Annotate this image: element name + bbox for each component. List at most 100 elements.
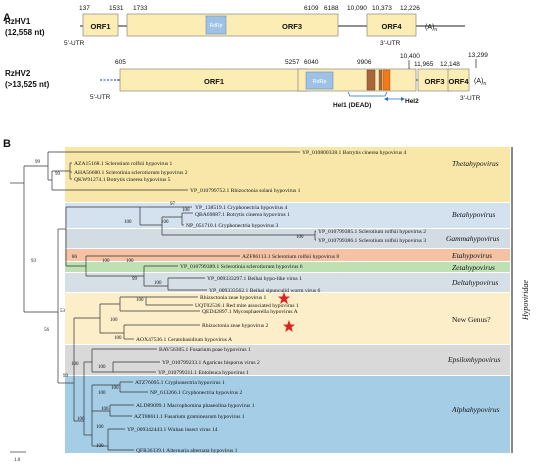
taxon-label: YP_010800338.1 Botrytis cinerea hypoviru… xyxy=(302,150,406,156)
bootstrap-value: 100 xyxy=(136,298,144,303)
bootstrap-value: 99 xyxy=(63,374,69,379)
taxon-label: YP_009333297.1 Beihai hypo-like virus 1 xyxy=(207,276,302,282)
genome2-orf4-box xyxy=(447,68,470,92)
genome2-hel2-box xyxy=(382,69,391,91)
coord: 6040 xyxy=(304,59,319,66)
genome2-utr5: 5'-UTR xyxy=(90,94,111,101)
genome2-hel1-box xyxy=(366,69,376,91)
genome-rzhv1: RzHV1 (12,558 nt) ORF1 RdRp ORF3 ORF4 (A… xyxy=(5,5,465,47)
bootstrap-value: 93 xyxy=(31,259,37,264)
genome2-orf1-label: ORF1 xyxy=(204,77,224,86)
bootstrap-value: 99 xyxy=(55,172,61,177)
genome1-rdrp-label: RdRp xyxy=(210,23,223,29)
band-new-genus xyxy=(65,293,510,344)
genus-label: Gammahypovirus xyxy=(446,234,499,243)
taxon-label: YP_009333562.1 Beihai sipunculid worm vi… xyxy=(209,288,320,294)
taxon-label: YP_010799385.1 Sclerotium rolfsii hypovi… xyxy=(318,228,426,235)
genome2-orf4-label: ORF4 xyxy=(448,77,469,86)
bootstrap-value: 99 xyxy=(132,277,138,282)
band-thetahypovirus xyxy=(65,147,510,202)
bootstrap-value: 100 xyxy=(77,417,85,422)
bootstrap-value: 100 xyxy=(96,425,104,430)
genus-label: Alphahypovirus xyxy=(451,405,500,414)
taxon-label: YP_010799311.1 Entoleuca hypovirus 1 xyxy=(158,370,249,376)
genome1-name: RzHV1 xyxy=(5,17,31,26)
taxon-label: QBA69887.1 Botrytis cinerea hypovirus 1 xyxy=(195,212,290,218)
taxon-label: AHA56680.1 Sclerotinia sclerotiorum hypo… xyxy=(74,170,188,176)
genome1-length: (12,558 nt) xyxy=(5,28,45,37)
coord: 1531 xyxy=(109,5,124,12)
genus-label: Zetahypovirus xyxy=(452,263,495,272)
bootstrap-value: 100 xyxy=(126,259,134,264)
coord: 137 xyxy=(79,5,90,12)
bootstrap-value: 100 xyxy=(98,365,106,370)
coord: 10,090 xyxy=(347,5,367,12)
genome2-utr3: 3'-UTR xyxy=(460,95,481,102)
coord: 11,965 xyxy=(414,61,434,68)
taxon-label: QFR36339.1 Alternaria alternata hypoviru… xyxy=(136,448,238,454)
taxon-label: AZT88611.1 Fusarium graminearum hypoviru… xyxy=(134,414,245,420)
bootstrap-value: 100 xyxy=(96,444,104,449)
taxon-label: YP_010799386.1 Sclerotium rolfsii hypovi… xyxy=(318,237,426,244)
genome1-utr5: 5'-UTR xyxy=(64,40,85,47)
star-marker xyxy=(283,320,295,332)
genome1-orf1-label: ORF1 xyxy=(90,22,110,31)
coord: 13,299 xyxy=(468,52,488,59)
genome2-name: RzHV2 xyxy=(5,69,31,78)
coord: 6109 xyxy=(304,5,319,12)
taxon-label: ALD89099.1 Macrophomina phaseolina hypov… xyxy=(136,403,255,409)
coord: 12,226 xyxy=(400,5,420,12)
taxon-label: AOX47536.1 Ceratobasidium hypovirus A xyxy=(136,337,232,343)
coord: 9906 xyxy=(357,59,372,66)
genus-labels: Thetahypovirus Betahypovirus Gammahypovi… xyxy=(446,159,501,414)
bootstrap-value: 97 xyxy=(170,202,176,207)
genome2-hel2-arrowhead xyxy=(384,97,388,101)
genome2-orf3-label: ORF3 xyxy=(424,77,444,86)
taxon-label: QED42897.1 Mycosphaerella hypovirus A xyxy=(202,309,298,315)
bootstrap-value: 100 xyxy=(110,318,118,323)
genus-bands xyxy=(65,147,510,453)
star-marker xyxy=(278,292,290,304)
genome1-orf1-box xyxy=(82,13,119,37)
genome1-orf3-label: ORF3 xyxy=(282,22,302,31)
panel-a-label: A xyxy=(3,12,11,24)
band-zetahypovirus xyxy=(65,262,510,272)
band-gammahypovirus xyxy=(65,229,510,248)
genome1-utr3: 3'-UTR xyxy=(380,40,401,47)
taxon-label: ATZ76095.1 Cryphonectria hypovirus 1 xyxy=(135,380,225,386)
taxon-label: YP_138519.1 Cryphonectria hypovirus 4 xyxy=(195,205,287,211)
genome2-polya: (A)n xyxy=(474,78,486,87)
bootstrap-value: 100 xyxy=(182,208,190,213)
taxon-label: QKW91274.1 Botrytis cinerea hypovirus 5 xyxy=(74,177,171,183)
genome1-orf3-box xyxy=(126,13,339,37)
genome2-rdrp-box xyxy=(305,71,334,90)
genus-label: Epsilonhypovirus xyxy=(447,355,501,364)
bootstrap-value: 86 xyxy=(72,255,78,260)
scale-bar-label: 1.0 xyxy=(14,458,21,463)
coord: 605 xyxy=(115,59,126,66)
taxon-label: NP_051710.1 Cryphonectria hypovirus 3 xyxy=(186,223,278,229)
taxon-label: Rhizoctonia zeae hypovirus 1 xyxy=(200,295,267,301)
genome1-coords: 137 1531 1733 6109 6188 10,090 10,373 12… xyxy=(79,5,420,12)
bootstrap-value: 100 xyxy=(154,281,162,286)
genus-label: Thetahypovirus xyxy=(452,159,499,168)
genome2-hel1-label: Hel1 (DEAD) xyxy=(333,102,371,109)
genome2-rdrp-label: RdRp xyxy=(312,79,326,85)
bootstrap-value: 100 xyxy=(111,386,119,391)
bootstrap-value: 100 xyxy=(161,220,169,225)
genus-label: Etahypovirus xyxy=(451,251,492,260)
taxon-label: AZA15168.1 Sclerotium rolfsii hypovirus … xyxy=(74,160,173,167)
coord: 10,400 xyxy=(400,53,420,60)
taxon-label: YP_010799233.1 Agaricus bisporus virus 2 xyxy=(162,360,260,366)
genus-label: Deltahypovirus xyxy=(451,278,498,287)
taxon-label: AZF86113.1 Sclerotium rolfsii hypovirus … xyxy=(242,253,339,260)
genome1-orf4-box xyxy=(366,13,417,37)
phylogenetic-tree xyxy=(10,151,316,451)
bootstrap-value: 100 xyxy=(296,235,304,240)
taxa-labels: YP_010800338.1 Botrytis cinerea hypoviru… xyxy=(74,150,426,454)
bootstrap-value: 100 xyxy=(71,362,79,367)
coord: 1733 xyxy=(133,5,148,12)
genome1-orf4-label: ORF4 xyxy=(381,22,402,31)
taxon-label: NP_613266.1 Cryphonectria hypovirus 2 xyxy=(150,390,242,396)
